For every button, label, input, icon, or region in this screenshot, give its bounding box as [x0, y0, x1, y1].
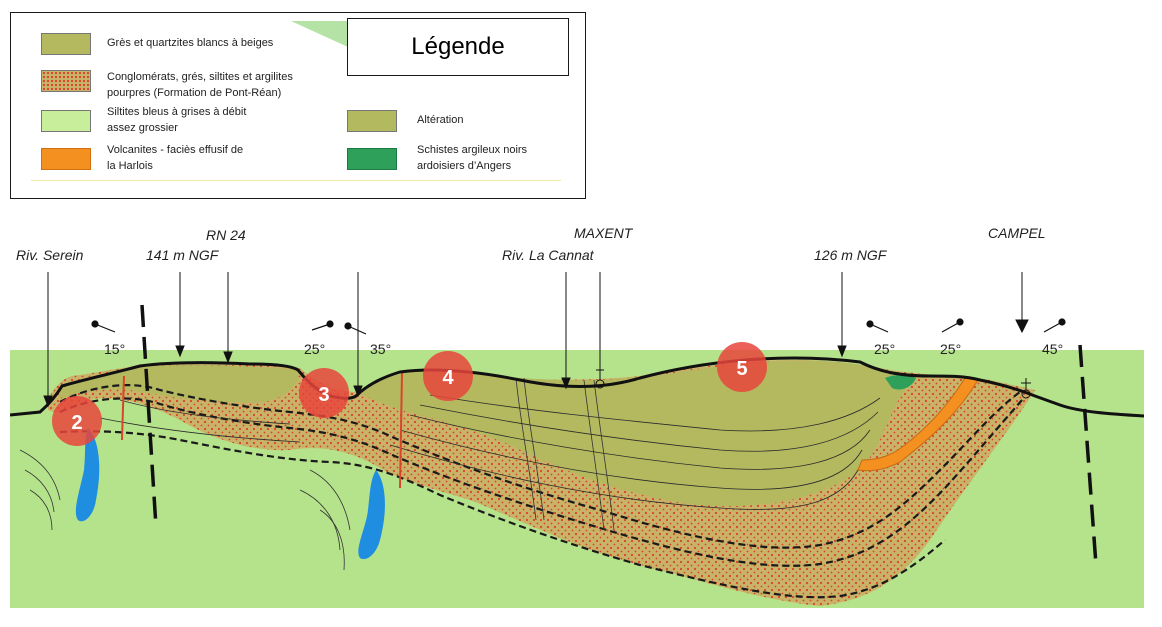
legend-swatch-schiste	[347, 148, 397, 170]
marker-4-label: 4	[442, 367, 454, 389]
dip-symbols	[91, 318, 1066, 335]
legend-label-conglomerat-2: pourpres (Formation de Pont-Réan)	[107, 87, 282, 99]
dip-label-6: 45°	[1042, 341, 1063, 357]
legend-label-volcanite-1: Volcanites - faciès effusif de	[107, 144, 244, 156]
legend-swatch-siltite	[41, 110, 91, 132]
schiste-patch	[885, 375, 916, 390]
marker-2-circle	[52, 396, 102, 446]
marker-5-label: 5	[736, 358, 747, 380]
label-alt-141: 141 m NGF	[146, 247, 220, 263]
legend-label-alteration: Altération	[417, 114, 464, 126]
marker-3-label: 3	[318, 384, 329, 406]
legend-swatch-volcanite	[41, 148, 91, 170]
legend-swatch-gres	[41, 33, 91, 55]
legend-label-siltite-2: assez grossier	[107, 122, 178, 134]
legend-label-volcanite-2: la Harlois	[107, 160, 153, 172]
label-riv-serein: Riv. Serein	[16, 247, 84, 263]
legend-label-conglomerat-1: Conglomérats, grés, siltites et argilite…	[107, 71, 293, 83]
label-rn24: RN 24	[206, 227, 246, 243]
marker-2-label: 2	[71, 412, 82, 434]
marker-5-circle	[717, 342, 767, 392]
dip-label-3: 35°	[370, 341, 391, 357]
dip-label-2: 25°	[304, 341, 325, 357]
legend-swatch-alteration	[347, 110, 397, 132]
legend-label-schiste-2: ardoisiers d’Angers	[417, 160, 512, 172]
legend-label-gres: Grès et quartzites blancs à beiges	[107, 37, 274, 49]
legend-swatch-conglomerat	[41, 70, 91, 92]
dip-label-1: 15°	[104, 341, 125, 357]
gres-layer-syncline	[360, 360, 907, 507]
locality-markers	[43, 272, 1031, 408]
label-campel: CAMPEL	[988, 225, 1046, 241]
legend-box: Légende Grès et quartzites blancs à beig…	[10, 12, 586, 199]
legend-baseline	[31, 180, 561, 181]
label-maxent: MAXENT	[574, 225, 634, 241]
label-alt-126: 126 m NGF	[814, 247, 888, 263]
label-riv-la-cannat: Riv. La Cannat	[502, 247, 595, 263]
gres-layer	[60, 365, 300, 403]
dip-label-5: 25°	[940, 341, 961, 357]
volcanite-layer	[857, 377, 979, 472]
legend-label-siltite-1: Siltites bleus à grises à débit	[107, 106, 247, 118]
marker-3-circle	[299, 368, 349, 418]
legend-title: Légende	[347, 18, 569, 76]
marker-4-circle	[423, 351, 473, 401]
dip-label-4: 25°	[874, 341, 895, 357]
legend-label-schiste-1: Schistes argileux noirs	[417, 144, 528, 156]
bedding-lines	[99, 394, 881, 510]
